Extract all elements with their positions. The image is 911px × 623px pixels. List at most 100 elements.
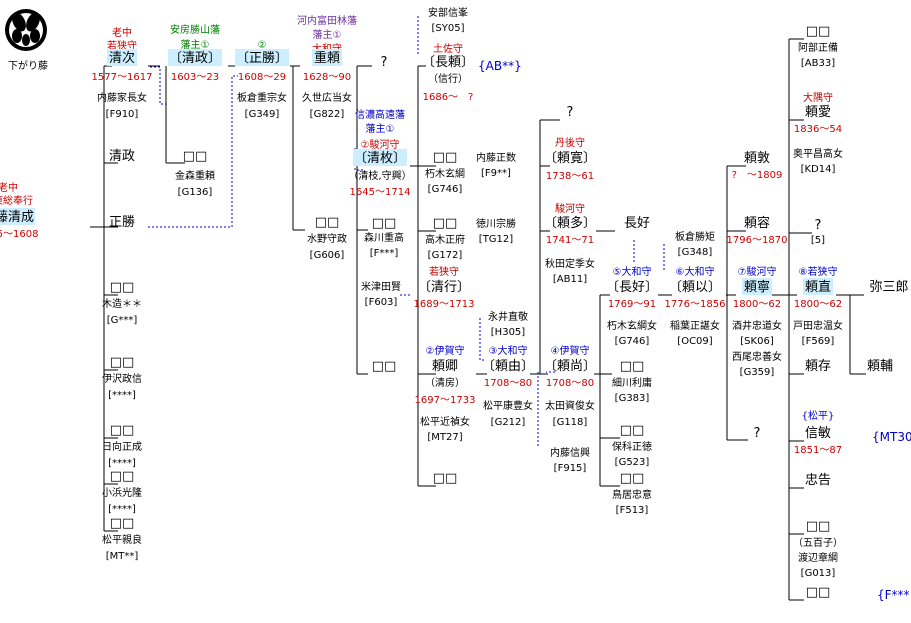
person-name: □□ [110,280,135,295]
person-detail: 若狭守 [429,265,459,278]
person-node-d12: □□ [433,471,458,486]
person-name: □□ [183,149,208,164]
person-detail: 伊沢政信 [102,372,142,385]
person-detail: 1769〜91 [608,299,656,310]
person-name: 清次 [109,50,135,66]
person-node-d15: □□細川利庸[G383] [612,359,652,404]
person-detail: ②駿河守 [361,138,400,151]
person-name: □□ [110,355,135,370]
person-detail: 保科正徳 [612,440,652,453]
person-node-masakatsu_a: 正勝 [109,215,135,230]
person-detail: 高木正府 [425,233,465,246]
person-detail: [F910] [106,109,139,120]
name-highlight [312,49,342,66]
person-detail: 西尾忠善女 [732,350,782,363]
person-name: 〔頼寛〕 [544,150,596,166]
person-detail: [KD14] [801,164,836,175]
person-detail: 奥平昌高女 [793,147,843,160]
person-name: 頼容 [744,215,770,231]
person-name: □□ [433,471,458,486]
person-name: ? [381,55,388,70]
person-name: 〔清政〕 [169,51,221,66]
person-node-d19: □□ （五百子） 渡辺章綱 [G013] [793,519,843,579]
person-detail: 朽木玄綱 [425,167,465,180]
person-name: 頼寧 [744,279,770,295]
person-detail: 松平近禎女 [420,415,470,428]
person-detail: 内藤信興 [550,446,590,459]
person-detail: （五百子） [793,537,843,549]
person-detail: 安房勝山藩 [170,23,220,36]
person-node-kiyoyuki_w: 米津田賢[F603] [361,280,401,308]
person-name: 頼愛 [805,105,831,120]
person-detail: 久世広当女 [302,91,352,104]
person-detail: 1800〜62 [794,299,842,310]
person-detail: 板倉重宗女 [237,91,287,104]
person-detail: ⑧若狭守 [799,265,838,278]
person-node-yorisuke: 頼輔 [867,359,893,374]
person-name: 〔正勝〕 [236,51,288,66]
person-detail: ② [258,40,267,51]
person-detail: [F***] [370,248,399,259]
person-detail: 渡辺章綱 [798,551,838,564]
person-detail: 鳥居忠意 [612,488,652,501]
person-name: □□ [620,471,645,486]
person-name: 〔長好〕 [606,280,658,295]
person-detail: ⑦駿河守 [738,265,777,278]
person-detail: 徳川宗勝 [476,217,516,230]
person-detail: 1776〜1856 [665,299,726,310]
person-detail: [F569] [802,336,835,347]
person-detail: [G212] [491,417,526,428]
person-name: □□ [806,519,831,534]
person-detail: [G013] [801,568,836,579]
name-highlight [168,49,222,66]
person-detail: [G***] [107,315,138,326]
person-detail: 内藤正数 [476,151,516,164]
person-detail: 細川利庸 [612,376,652,389]
person-node-q2: ? [567,105,574,120]
person-detail: 1836〜54 [794,124,842,135]
person-name: □□ [110,516,135,531]
person-detail: [G606] [310,250,345,261]
person-node-yasaburo: 弥三郎 [869,279,908,295]
reference-tag: {F***} [877,588,911,602]
person-detail: [SK06] [740,336,774,347]
person-name: 内藤清成 [0,209,34,225]
person-detail: [G172] [428,250,463,261]
person-detail: ⑥大和守 [676,265,715,278]
person-detail: 板倉勝矩 [675,230,715,243]
person-node-q3: ? [754,426,761,441]
person-node-d13: 内藤正数[F9**] [476,151,516,179]
person-detail: [F603] [365,297,398,308]
person-detail: 1796〜1870 [727,235,788,246]
person-detail: 日向正成 [102,440,142,453]
person-name: □□ [110,423,135,438]
person-detail: 朽木玄綱女 [607,319,657,332]
person-detail: [AB33] [801,58,835,69]
person-detail: 小浜光隆 [102,486,142,499]
person-detail: 永井直敬 [488,310,528,323]
person-name: 清政 [109,149,135,164]
person-name: □□ [806,24,831,39]
person-node-d16: □□保科正徳[G523] [612,423,652,468]
person-node-d10: □□朽木玄綱[G746] [425,150,465,195]
person-detail: [AB11] [553,274,587,285]
reference-tags: {AB**}{MT30}{F***} [478,59,911,602]
person-detail: [F915] [554,463,587,474]
person-detail: 1741〜71 [546,235,594,246]
person-detail: 松平親良 [102,533,142,546]
person-detail: ③大和守 [489,344,528,357]
person-node-d6: □□金森重頼[G136] [175,149,215,198]
person-detail: 土佐守 [433,42,463,55]
person-detail: 信濃高遠藩 [355,108,405,121]
person-detail: 関東総奉行 [0,194,33,207]
name-highlight [107,49,137,66]
person-name: □□ [110,469,135,484]
person-node-d3: □□日向正成[****] [102,423,142,469]
